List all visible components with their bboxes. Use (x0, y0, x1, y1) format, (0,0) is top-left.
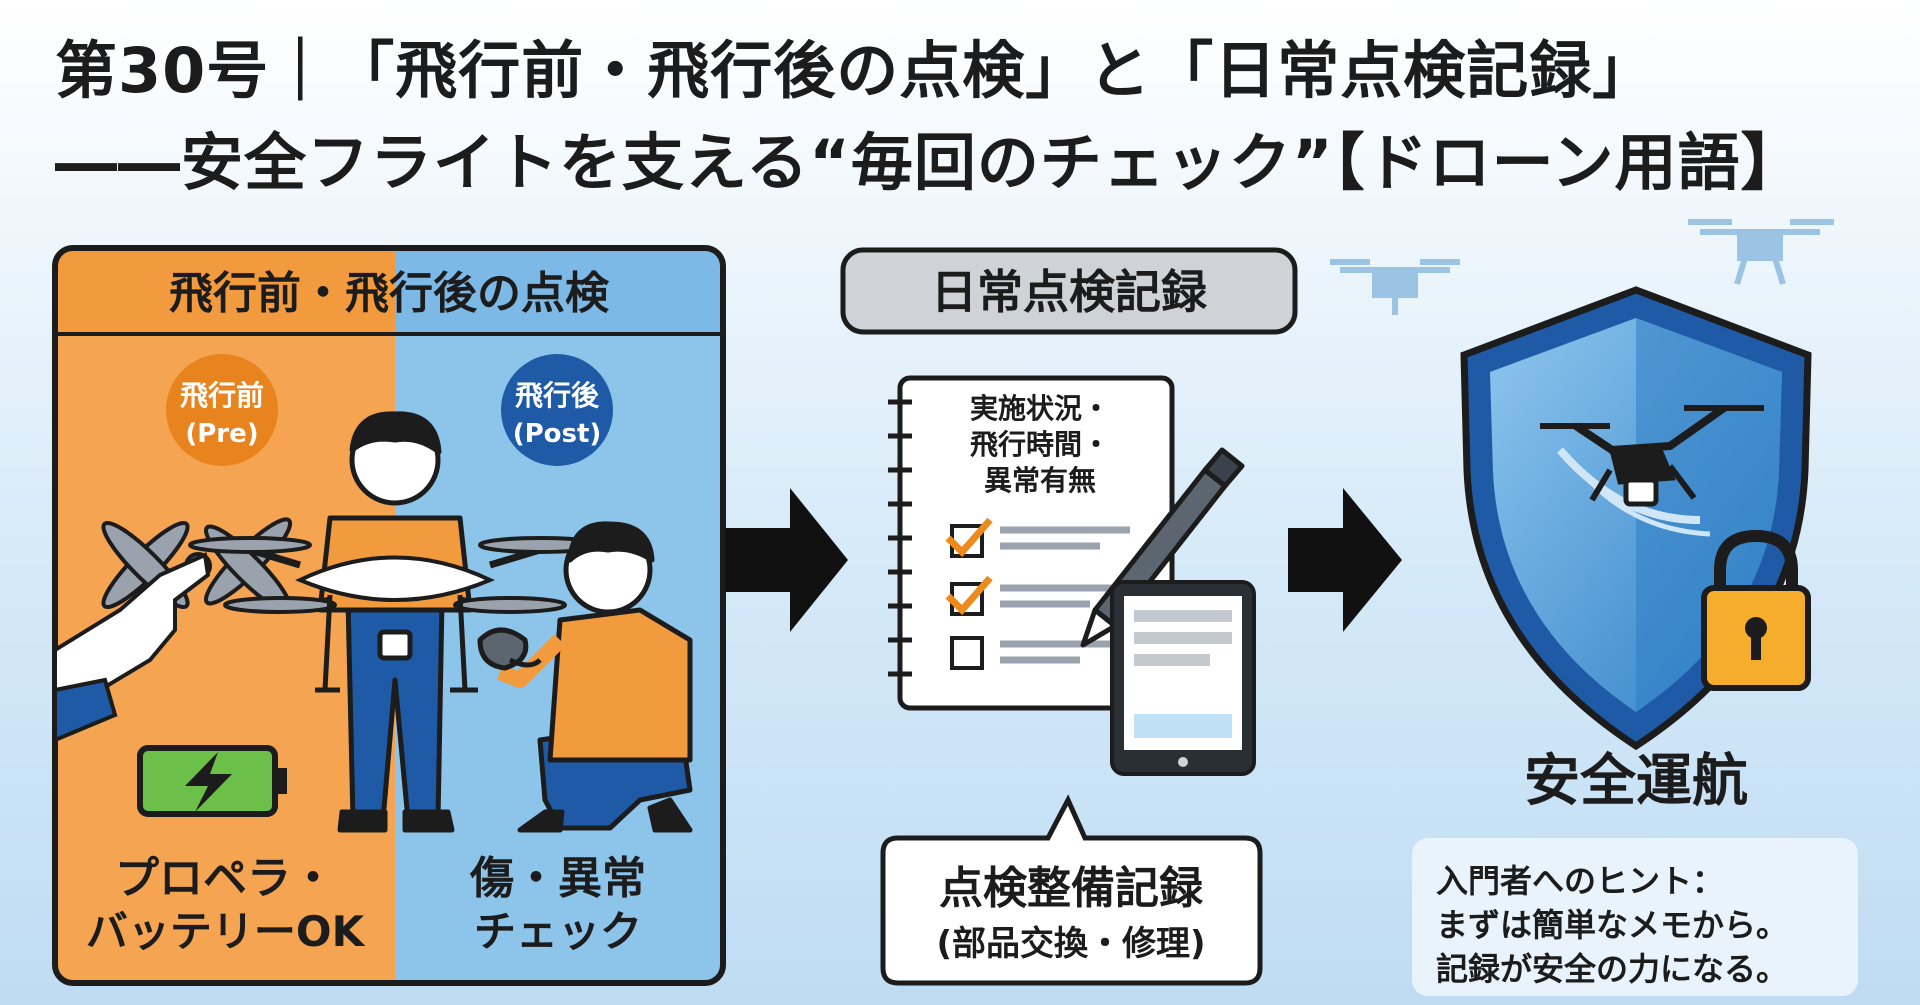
post-flight-caption-line-2: チェック (474, 907, 642, 956)
maintenance-record-callout: 点検整備記録 (部品交換・修理) (880, 794, 1263, 986)
kneeling-person-icon (477, 521, 693, 833)
notebook-icon: 実施状況・ 飛行時間・ 異常有無 (888, 375, 1175, 711)
drone-on-shield-icon (1540, 404, 1764, 537)
callout-subtitle: (部品交換・修理) (936, 924, 1205, 964)
daily-record-header: 日常点検記録 (931, 265, 1208, 319)
beginner-hint-box (1412, 838, 1858, 996)
lock-icon (1701, 529, 1811, 691)
battery-icon (137, 745, 287, 817)
inspection-panel-header: 飛行前・飛行後の点検 (169, 268, 610, 319)
svg-text:(Post): (Post) (513, 419, 602, 449)
flow-arrow-1 (725, 488, 848, 632)
callout-title: 点検整備記録 (939, 863, 1204, 914)
title-line-1: 第30号｜「飛行前・飛行後の点検」と「日常点検記録」 (55, 34, 1656, 107)
hint-line-1: 入門者へのヒント： (1436, 862, 1724, 900)
inspection-panel: 飛行前・飛行後の点検 飛行前 (Pre) 飛行後 (Post) (52, 245, 726, 986)
svg-text:飛行後: 飛行後 (515, 379, 600, 412)
pre-flight-caption-line-1: プロペラ・ (115, 853, 335, 904)
notebook-line-3: 異常有無 (984, 464, 1096, 497)
safety-panel: 安全運航 入門者へのヒント： まずは簡単なメモから。 記録が安全の力になる。 (1330, 219, 1858, 996)
hint-line-3: 記録が安全の力になる。 (1436, 950, 1788, 988)
svg-text:(Pre): (Pre) (185, 419, 258, 449)
daily-record-panel: 日常点検記録 実施状況・ 飛行時間・ 異常有無 (840, 247, 1298, 986)
daily-record-header-box (840, 247, 1298, 335)
background-drone-icon (1688, 219, 1834, 285)
notebook-line-2: 飛行時間・ (970, 428, 1110, 461)
post-flight-badge: 飛行後 (Post) (501, 354, 613, 466)
quadcopter-drone-icon (188, 536, 602, 693)
checkbox-empty-icon (950, 636, 984, 670)
svg-text:飛行前: 飛行前 (180, 379, 264, 412)
post-flight-caption-line-1: 傷・異常 (469, 853, 646, 904)
pre-flight-caption-line-2: バッテリーOK (86, 907, 366, 956)
lightning-icon (185, 752, 232, 812)
notebook-line-1: 実施状況・ (970, 392, 1110, 425)
tablet-icon (1110, 580, 1256, 776)
hint-line-2: まずは簡単なメモから。 (1436, 906, 1788, 944)
safe-operation-label: 安全運航 (1524, 749, 1748, 814)
title-line-2: ――安全フライトを支える“毎回のチェック”【ドローン用語】 (55, 126, 1804, 199)
pre-flight-badge: 飛行前 (Pre) (166, 354, 278, 466)
pointing-hand-icon (53, 552, 211, 743)
background-drone-icon (1330, 259, 1460, 315)
flow-arrow-2 (1288, 488, 1402, 632)
